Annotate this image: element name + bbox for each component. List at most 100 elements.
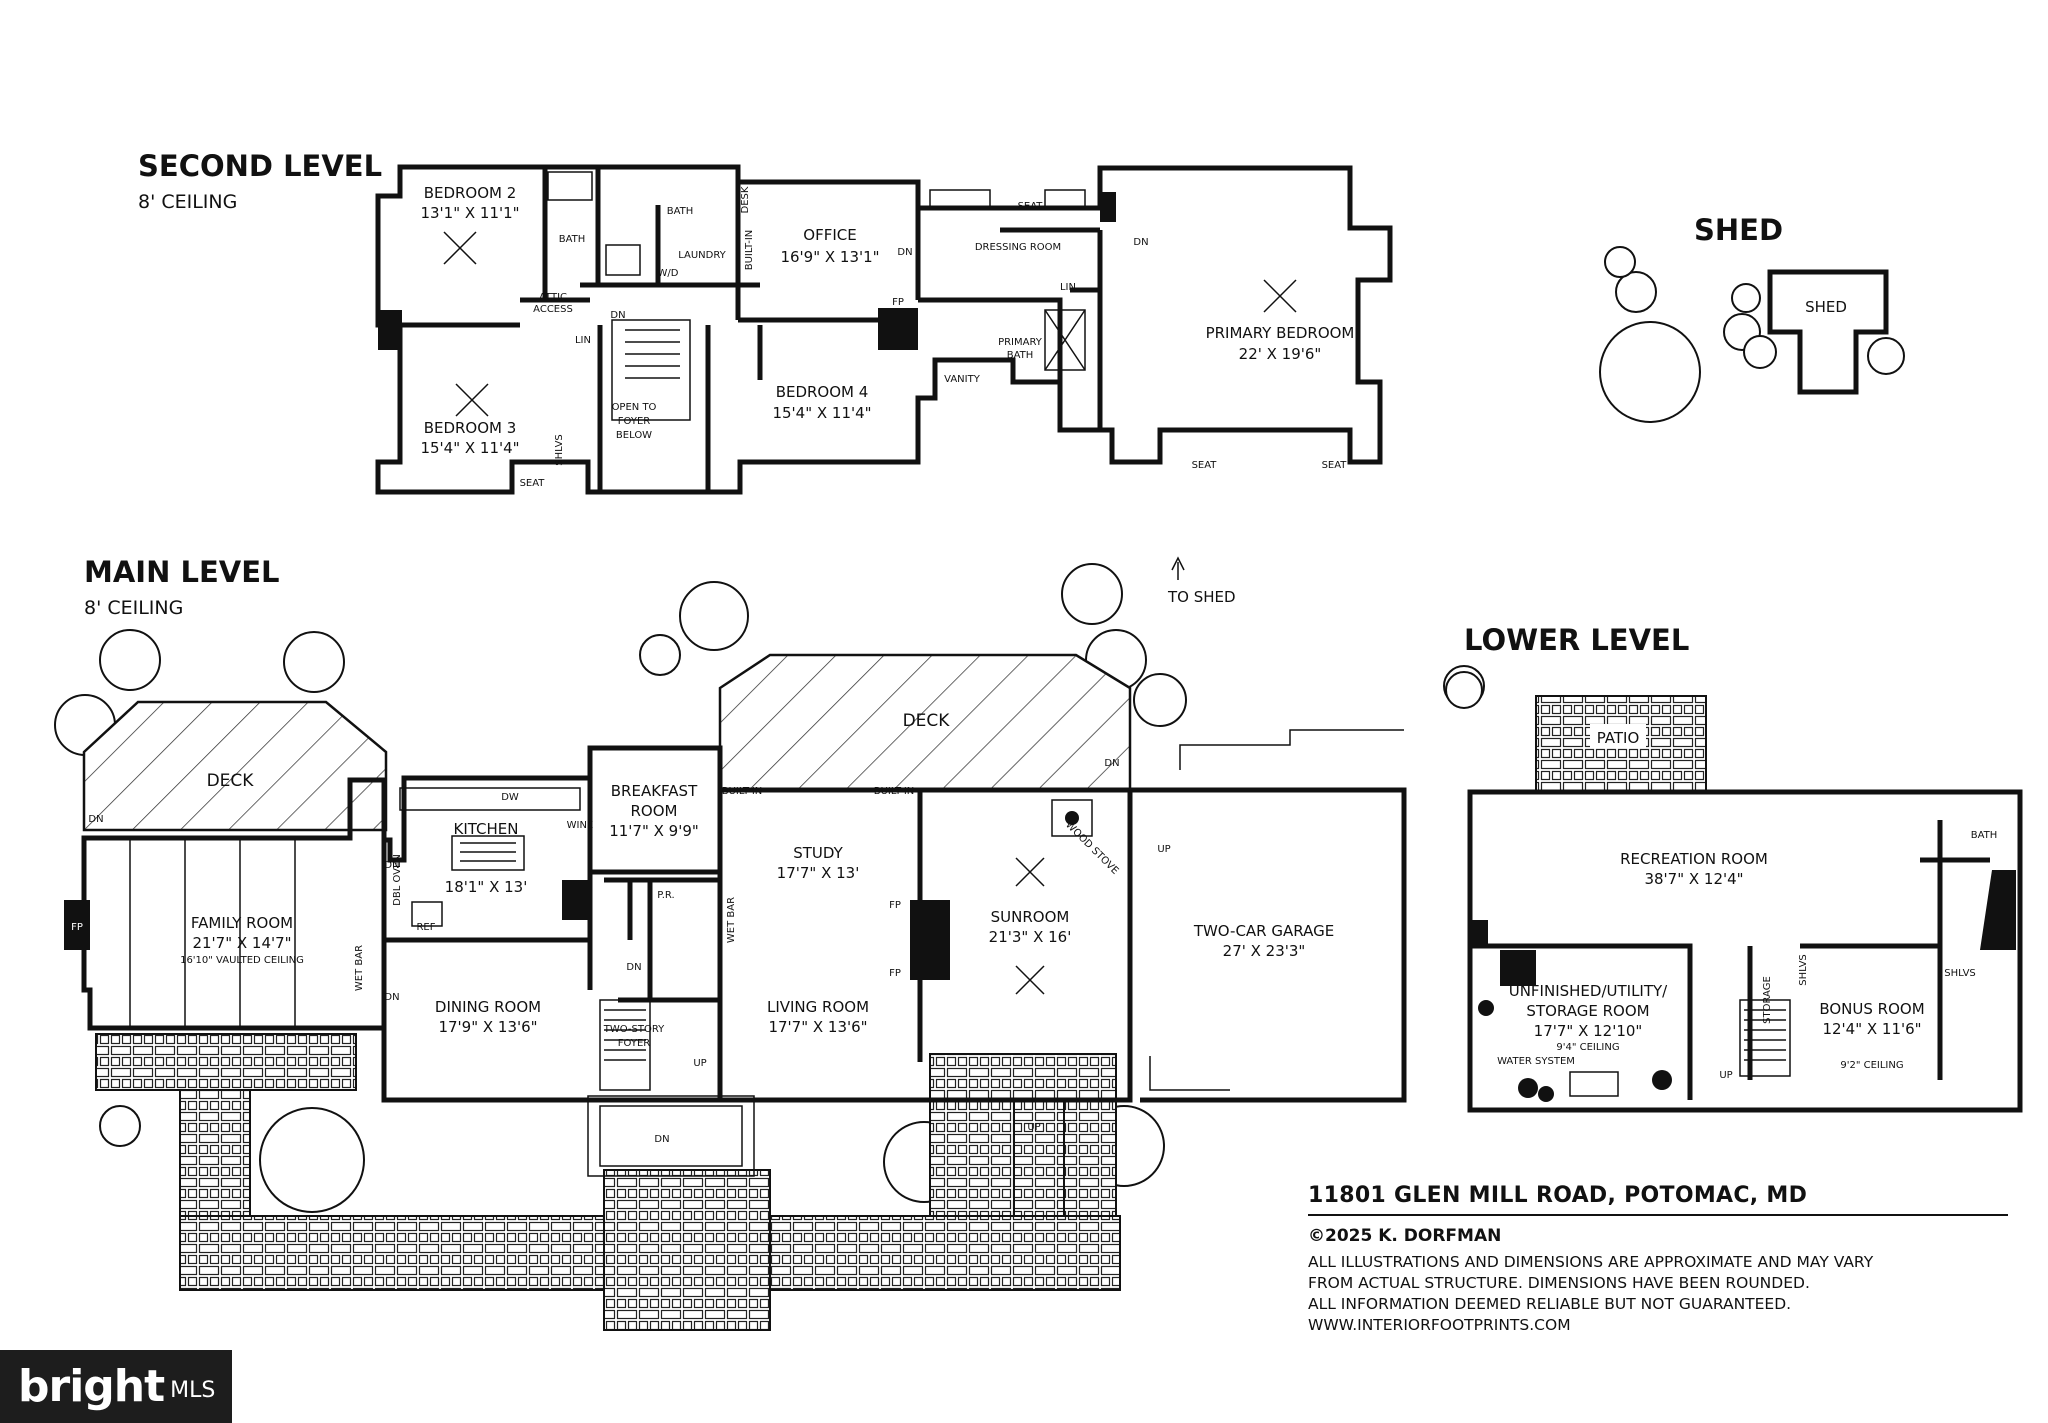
room-bedroom2-dim: 13'1" X 11'1"	[420, 204, 519, 222]
room-bonus-note: 9'2" CEILING	[1840, 1060, 1903, 1071]
room-open-foyer-l1: OPEN TO	[612, 402, 657, 413]
label-shlvs: SHLVS	[554, 434, 565, 466]
second-level-outline	[375, 164, 1393, 495]
room-study-name: STUDY	[793, 844, 843, 862]
label-laundry: LAUNDRY	[678, 250, 726, 261]
bright-mls-watermark: bright MLS	[0, 1350, 232, 1423]
main-level: MAIN LEVEL 8' CEILING TO SHED DECK DECK	[54, 555, 1485, 1331]
label-ref: REF	[416, 922, 435, 933]
ceiling-fan-bedroom3	[455, 383, 489, 417]
label-dn-1: DN	[88, 814, 103, 825]
room-storage: STORAGE	[1762, 976, 1773, 1024]
label-attic-1: ATTIC	[539, 292, 567, 303]
label-pr: P.R.	[657, 890, 674, 901]
second-level-title: SECOND LEVEL	[138, 149, 382, 183]
property-info: 11801 GLEN MILL ROAD, POTOMAC, MD ©2025 …	[1308, 1183, 2008, 1336]
label-bath-2: BATH	[667, 206, 694, 217]
room-bedroom3-dim: 15'4" X 11'4"	[420, 439, 519, 457]
shed-label: SHED	[1805, 298, 1847, 316]
room-dressing-name: DRESSING ROOM	[975, 242, 1061, 253]
room-kitchen-dim: 18'1" X 13'	[445, 878, 528, 896]
second-level-ceiling: 8' CEILING	[138, 191, 237, 213]
disclaimer-line: FROM ACTUAL STRUCTURE. DIMENSIONS HAVE B…	[1308, 1274, 1810, 1292]
main-level-outline	[81, 745, 1133, 1103]
label-wine: WINE	[567, 820, 594, 831]
label-water-system: WATER SYSTEM	[1497, 1056, 1575, 1067]
room-sunroom-dim: 21'3" X 16'	[989, 928, 1072, 946]
room-breakfast-name1: BREAKFAST	[611, 782, 698, 800]
label-seat-3: SEAT	[1192, 460, 1218, 471]
room-office-dim: 16'9" X 13'1"	[780, 248, 879, 266]
lower-interior-walls	[1470, 820, 1990, 1100]
room-study-dim: 17'7" X 13'	[777, 864, 860, 882]
label-up-3: UP	[1027, 1122, 1040, 1133]
lower-level-title: LOWER LEVEL	[1464, 623, 1689, 657]
room-lower-bath: BATH	[1971, 830, 1998, 841]
room-bonus-name: BONUS ROOM	[1819, 1000, 1924, 1018]
label-built-in-2: BUILT-IN	[874, 786, 915, 797]
label-lin-2: LIN	[1060, 282, 1076, 293]
room-bonus-dim: 12'4" X 11'6"	[1822, 1020, 1921, 1038]
label-wet-bar-1: WET BAR	[354, 945, 365, 991]
label-dn-3: DN	[384, 992, 399, 1003]
ceiling-fan-sunroom-2	[1015, 965, 1045, 995]
property-address: 11801 GLEN MILL ROAD, POTOMAC, MD	[1308, 1183, 2008, 1216]
second-level-interior-walls	[400, 167, 1103, 492]
room-recreation-name: RECREATION ROOM	[1620, 850, 1768, 868]
room-garage-name: TWO-CAR GARAGE	[1193, 922, 1334, 940]
room-utility-dim: 17'7" X 12'10"	[1534, 1022, 1643, 1040]
room-breakfast-name2: ROOM	[631, 802, 678, 820]
room-family-name: FAMILY ROOM	[191, 914, 293, 932]
label-fp: FP	[892, 297, 904, 308]
deck-right-label: DECK	[903, 711, 951, 731]
room-primary-bath-name1: PRIMARY	[998, 337, 1043, 348]
label-seat-1: SEAT	[1018, 201, 1044, 212]
room-primary-bedroom-dim: 22' X 19'6"	[1239, 345, 1322, 363]
label-wet-bar-2: WET BAR	[726, 897, 737, 943]
watermark-brand: bright	[18, 1361, 165, 1412]
label-up: UP	[1719, 1070, 1732, 1081]
main-level-title: MAIN LEVEL	[84, 555, 279, 589]
room-dining-dim: 17'9" X 13'6"	[438, 1018, 537, 1036]
watermark-mls: MLS	[170, 1378, 216, 1403]
room-living-dim: 17'7" X 13'6"	[768, 1018, 867, 1036]
room-office-name: OFFICE	[803, 226, 856, 244]
room-dining-name: DINING ROOM	[435, 998, 541, 1016]
room-kitchen-name: KITCHEN	[454, 820, 519, 838]
deck-left-label: DECK	[207, 771, 255, 791]
disclaimer-line: ALL ILLUSTRATIONS AND DIMENSIONS ARE APP…	[1308, 1253, 1874, 1271]
ceiling-fan-sunroom-1	[1015, 857, 1045, 887]
shed-area: SHED SHED	[1599, 213, 1905, 423]
garage-outline	[1130, 787, 1407, 1103]
ceiling-fan-bedroom2	[443, 231, 477, 265]
label-up-2: UP	[1157, 844, 1170, 855]
label-bath-1: BATH	[559, 234, 586, 245]
room-sunroom-name: SUNROOM	[991, 908, 1070, 926]
label-fp-1: FP	[71, 922, 83, 933]
room-living-name: LIVING ROOM	[767, 998, 869, 1016]
label-to-shed: TO SHED	[1167, 588, 1236, 606]
disclaimer-line: ALL INFORMATION DEEMED RELIABLE BUT NOT …	[1308, 1295, 1792, 1313]
label-fp-3: FP	[889, 968, 901, 979]
main-level-ceiling: 8' CEILING	[84, 597, 183, 619]
room-family-dim: 21'7" X 14'7"	[192, 934, 291, 952]
label-attic-2: ACCESS	[533, 304, 573, 315]
label-seat-2: SEAT	[520, 478, 546, 489]
second-level: SECOND LEVEL 8' CEILING BEDROOM 2 13'1" …	[138, 149, 1393, 495]
label-dn-5: DN	[1104, 758, 1119, 769]
room-foyer-name1: TWO-STORY	[603, 1024, 665, 1035]
pavers	[95, 1033, 1230, 1331]
lower-level: LOWER LEVEL PATIO RECREATION ROOM 38'7" …	[1445, 623, 2023, 1113]
shed-title: SHED	[1694, 213, 1783, 247]
room-utility-note: 9'4" CEILING	[1556, 1042, 1619, 1053]
room-bedroom3-name: BEDROOM 3	[424, 419, 517, 437]
label-wd: W/D	[658, 268, 679, 279]
room-garage-dim: 27' X 23'3"	[1223, 942, 1306, 960]
family-beams	[129, 840, 296, 1028]
room-bedroom4-dim: 15'4" X 11'4"	[772, 404, 871, 422]
room-bedroom2-name: BEDROOM 2	[424, 184, 517, 202]
label-seat-4: SEAT	[1322, 460, 1348, 471]
room-primary-bath-name2: BATH	[1007, 350, 1034, 361]
label-built-in: BUILT-IN	[744, 230, 755, 271]
